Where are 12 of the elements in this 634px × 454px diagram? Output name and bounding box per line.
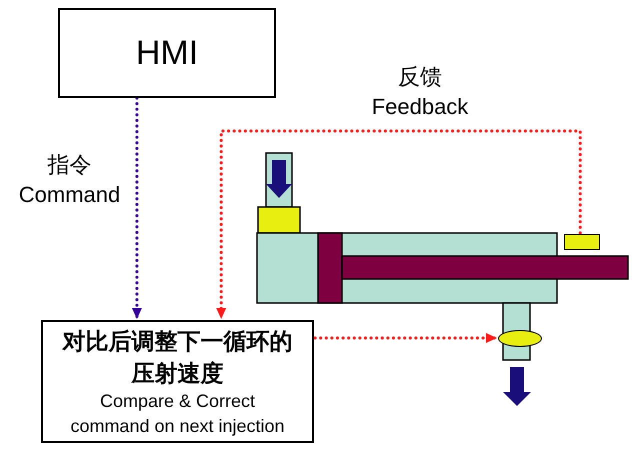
hmi-box — [58, 8, 276, 98]
dotted-arrow — [132, 96, 142, 320]
sensor-block — [564, 234, 600, 250]
box-heading: 对比后调整下一循环的压射速度 — [61, 326, 294, 388]
edge-label: 指令 Command — [18, 151, 122, 209]
edge-label: 反馈 Feedback — [370, 63, 470, 121]
dotted-arrow — [216, 130, 582, 320]
box-title: HMI — [136, 34, 198, 72]
box-description: Compare & Correct command on next injection — [69, 390, 286, 438]
dotted-arrow — [314, 332, 498, 343]
valve-ellipse — [498, 330, 542, 347]
controller-box — [41, 320, 314, 443]
